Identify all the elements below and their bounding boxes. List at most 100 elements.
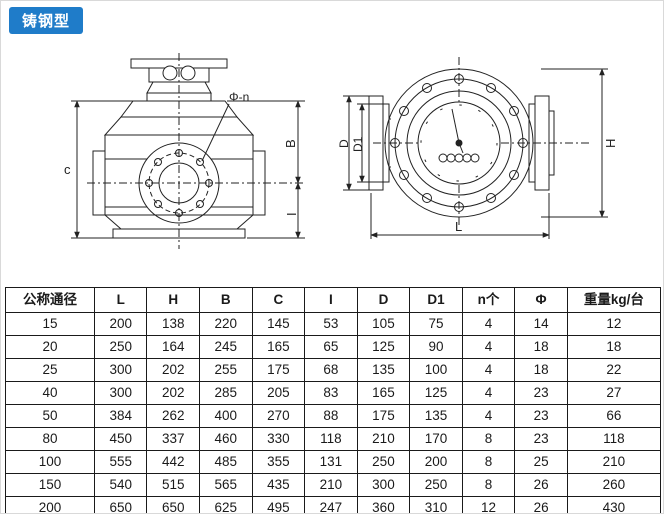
column-header: n个 [461,287,516,313]
table-cell: 8 [461,473,516,497]
table-cell: 220 [199,312,253,336]
table-cell: 12 [461,496,516,513]
table-cell: 131 [304,450,358,474]
table-cell: 25 [514,450,568,474]
table-cell: 300 [356,473,411,497]
table-cell: 165 [251,335,306,359]
table-cell: 65 [304,335,358,359]
table-cell: 164 [146,335,201,359]
table-cell: 330 [251,427,306,451]
odometer-wheels [438,153,480,163]
table-cell: 27 [566,381,662,405]
table-cell: 205 [251,381,306,405]
table-cell: 100 [5,450,95,474]
dim-line-c [71,100,133,239]
table-cell: 175 [251,358,306,382]
table-cell: 8 [461,427,516,451]
table-cell: 4 [461,312,516,336]
dim-line-H [541,68,608,218]
table-cell: 355 [251,450,306,474]
table-cell: 90 [409,335,463,359]
table-cell: 165 [356,381,411,405]
table-cell: 650 [146,496,201,513]
column-header: 公称通径 [5,287,95,313]
table-cell: 4 [461,381,516,405]
table-cell: 300 [93,381,148,405]
table-cell: 22 [566,358,662,382]
column-header: D1 [409,287,463,313]
pipe-flange-left [368,95,391,191]
table-cell: 300 [93,358,148,382]
table-cell: 435 [251,473,306,497]
table-cell: 125 [409,381,463,405]
table-cell: 68 [304,358,358,382]
dim-line-D [343,95,369,191]
front-flange [384,68,534,218]
dim-line-B [227,100,305,184]
table-cell: 40 [5,381,95,405]
table-cell: 138 [146,312,201,336]
bolt-callout-label: Φ-n [229,90,249,104]
table-cell: 202 [146,358,201,382]
column-header: Φ [514,287,568,313]
table-cell: 15 [5,312,95,336]
table-cell: 23 [514,404,568,428]
table-cell: 495 [251,496,306,513]
table-cell: 210 [304,473,358,497]
table-cell: 565 [199,473,253,497]
table-cell: 540 [93,473,148,497]
table-cell: 245 [199,335,253,359]
table-cell: 485 [199,450,253,474]
table-cell: 20 [5,335,95,359]
table-cell: 145 [251,312,306,336]
table-cell: 4 [461,404,516,428]
table-cell: 170 [409,427,463,451]
dim-label-I: I [284,212,299,216]
table-cell: 210 [566,450,662,474]
table-cell: 262 [146,404,201,428]
table-cell: 18 [566,335,662,359]
table-cell: 247 [304,496,358,513]
table-cell: 118 [304,427,358,451]
type-badge: 铸钢型 [9,7,84,34]
table-cell: 200 [93,312,148,336]
table-cell: 14 [514,312,568,336]
column-header: H [146,287,201,313]
dim-line-L [370,193,550,239]
table-cell: 200 [409,450,463,474]
dim-label-D1: D1 [351,136,365,152]
table-cell: 53 [304,312,358,336]
table-cell: 23 [514,381,568,405]
column-header: D [356,287,411,313]
table-cell: 25 [5,358,95,382]
table-cell: 515 [146,473,201,497]
table-cell: 100 [409,358,463,382]
table-cell: 135 [409,404,463,428]
dim-label-H: H [603,139,618,148]
table-cell: 270 [251,404,306,428]
bolt-callout-leader [201,103,230,162]
dim-label-c: c [64,162,71,177]
table-cell: 400 [199,404,253,428]
table-cell: 105 [356,312,411,336]
front-view-drawing [343,57,608,239]
column-header: B [199,287,253,313]
table-cell: 430 [566,496,662,513]
side-view-drawing [71,53,305,249]
center-flange [138,142,220,224]
table-cell: 200 [5,496,95,513]
table-cell: 210 [356,427,411,451]
table-cell: 83 [304,381,358,405]
table-cell: 125 [356,335,411,359]
table-cell: 442 [146,450,201,474]
